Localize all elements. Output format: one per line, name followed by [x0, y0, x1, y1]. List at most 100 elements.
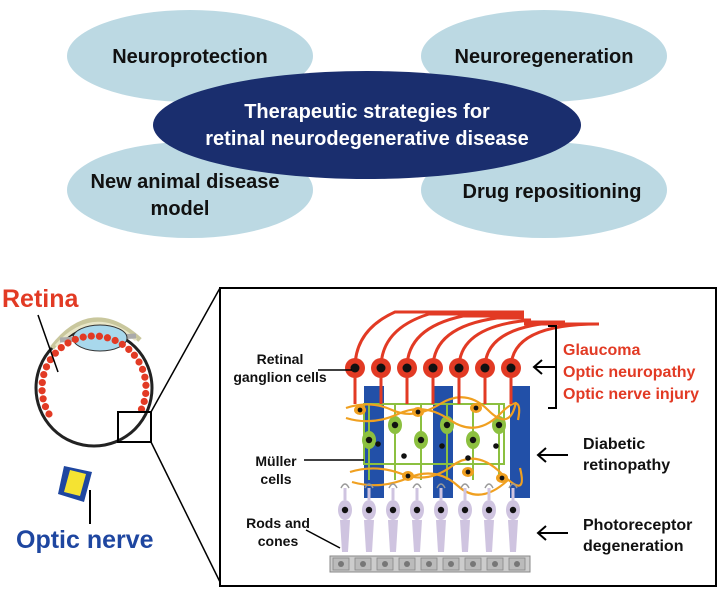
strategy-drug-repositioning: Drug repositioning	[463, 181, 642, 203]
retina-cells	[329, 310, 600, 573]
retina-dot	[39, 395, 47, 403]
retina-dot	[45, 410, 53, 418]
rods-label-line1: Rods and	[246, 515, 310, 531]
photoreceptor-terminal	[460, 483, 470, 489]
retina-dot	[130, 351, 139, 359]
strategy-ellipse-neuroprotection	[67, 10, 313, 102]
inner-nucleus	[375, 441, 381, 447]
disease-diabetic-line1: Diabetic	[583, 436, 645, 453]
strategy-animal-model-line1: New animal disease	[91, 171, 280, 193]
retina-dot	[41, 403, 50, 411]
retina-dot	[140, 397, 148, 406]
inner-nucleus	[401, 453, 407, 459]
muller-label-line2: cells	[260, 471, 291, 487]
photoreceptor-nucleus	[341, 506, 349, 514]
photoreceptor-terminal	[436, 483, 446, 489]
ganglion-cells	[345, 358, 521, 404]
photoreceptor-outer-segment	[412, 520, 422, 552]
photoreceptor-outer-segment	[460, 520, 470, 552]
photoreceptor-terminal	[340, 483, 350, 489]
rpe-nucleus	[426, 561, 432, 567]
retina-label: Retina	[2, 285, 80, 313]
ganglion-nucleus	[506, 363, 516, 373]
strategy-neuroregeneration: Neuroregeneration	[455, 46, 634, 68]
zoom-line-bottom	[150, 441, 221, 583]
rpe-nucleus	[360, 561, 366, 567]
photoreceptor-arrow	[536, 525, 568, 541]
glia-nucleus	[405, 473, 411, 479]
rods-label-line2: cones	[258, 533, 299, 549]
photoreceptor-outer-segment	[364, 520, 374, 552]
retina-dot	[38, 378, 46, 387]
glia-nucleus	[415, 409, 421, 415]
muller-nucleus	[417, 436, 425, 444]
muller-nucleus	[469, 436, 477, 444]
axon	[509, 322, 600, 369]
strategy-animal-model-line2: model	[151, 198, 210, 220]
photoreceptor-terminal	[412, 483, 422, 489]
rpe-nucleus	[470, 561, 476, 567]
retina-dots	[38, 332, 150, 418]
glia-nucleus	[357, 407, 363, 413]
ganglion-nucleus	[428, 363, 438, 373]
glia-nucleus	[465, 469, 471, 475]
retina-dot	[135, 358, 143, 366]
photoreceptor-terminal	[484, 483, 494, 489]
photoreceptor-nucleus	[413, 506, 421, 514]
inner-nucleus	[493, 443, 499, 449]
glia-process	[351, 472, 509, 496]
eye-group: Retina Optic nerve	[2, 285, 221, 583]
retina-dot	[111, 336, 119, 345]
photoreceptor-terminal	[508, 483, 518, 489]
ganglion-arrow	[532, 359, 556, 375]
photoreceptor-outer-segment	[340, 520, 350, 552]
rpe-nucleus	[492, 561, 498, 567]
retina-dot	[71, 335, 79, 344]
zoom-box	[117, 411, 152, 443]
photoreceptor-nucleus	[389, 506, 397, 514]
disease-glaucoma: Glaucoma	[563, 342, 640, 359]
center-ellipse	[153, 71, 581, 179]
photoreceptor-terminal	[364, 483, 374, 489]
center-title-line2: retinal neurodegenerative disease	[205, 128, 528, 150]
retina-dot	[87, 332, 95, 340]
layer-labels: Retinal ganglion cells Müller cells Rods…	[233, 351, 364, 549]
ganglion-nucleus	[376, 363, 386, 373]
retina-dot	[125, 345, 133, 353]
muller-nucleus	[391, 421, 399, 429]
retina-dot	[57, 343, 65, 352]
photoreceptor-outer-segment	[508, 520, 518, 552]
photoreceptor-nucleus	[461, 506, 469, 514]
glia-nucleus	[499, 475, 505, 481]
strategy-neuroprotection: Neuroprotection	[112, 46, 268, 68]
rpe-nucleus	[448, 561, 454, 567]
inner-nucleus	[465, 455, 471, 461]
rpe-nucleus	[338, 561, 344, 567]
photoreceptor-outer-segment	[388, 520, 398, 552]
photoreceptor-nucleus	[509, 506, 517, 514]
photoreceptor-terminal	[388, 483, 398, 489]
glia-process	[345, 396, 518, 421]
ganglion-label-line1: Retinal	[257, 351, 304, 367]
rpe-nucleus	[404, 561, 410, 567]
retina-dot	[38, 387, 46, 395]
glia-process	[345, 402, 521, 429]
ganglion-nucleus	[480, 363, 490, 373]
retina-dot	[51, 349, 59, 357]
muller-nucleus	[443, 421, 451, 429]
strategies-group: Therapeutic strategies for retinal neuro…	[67, 10, 667, 238]
retina-dot	[138, 365, 147, 373]
photoreceptor-outer-segment	[484, 520, 494, 552]
retina-dot	[79, 333, 87, 341]
glia-nucleus	[473, 405, 479, 411]
diabetic-arrow	[536, 447, 568, 463]
disease-photoreceptor-line1: Photoreceptor	[583, 517, 692, 534]
disease-optic-nerve-injury: Optic nerve injury	[563, 386, 699, 403]
retina-pointer	[37, 314, 59, 373]
muller-nucleus	[495, 421, 503, 429]
ganglion-nucleus	[350, 363, 360, 373]
muller-nucleus	[365, 436, 373, 444]
retina-dot	[141, 373, 149, 381]
photoreceptor-nucleus	[485, 506, 493, 514]
